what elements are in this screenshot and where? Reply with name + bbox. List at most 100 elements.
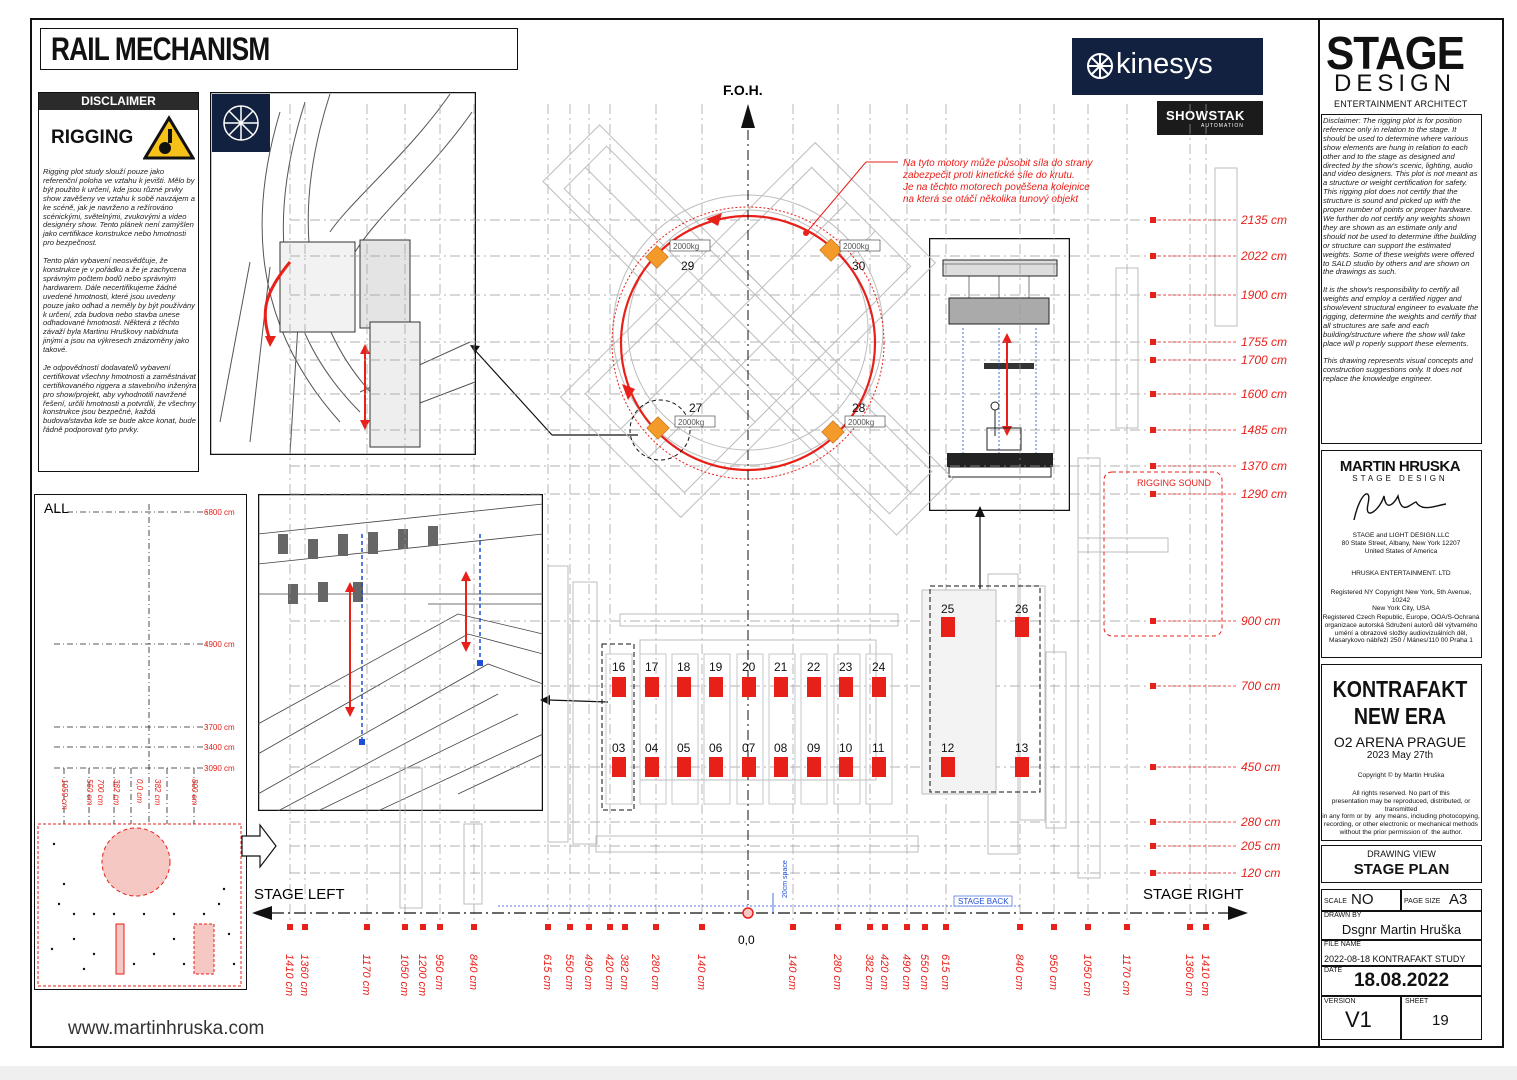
motor-05: 05 (677, 741, 691, 755)
page-size-value: A3 (1449, 891, 1468, 908)
all-level-1: 6800 cm (204, 508, 235, 517)
y-label-1755: 1755 cm (1241, 335, 1287, 349)
company-tagline: ENTERTAINMENT ARCHITECT (1334, 99, 1468, 109)
y-label-1370: 1370 cm (1241, 459, 1287, 473)
x-label-r-1360: 1360 cm (1183, 954, 1195, 996)
y-label-2022: 2022 cm (1240, 249, 1287, 263)
company-design: DESIGN (1334, 70, 1457, 97)
x-label-l-1050: 1050 cm (398, 954, 410, 996)
y-label-280: 280 cm (1240, 815, 1280, 829)
motor-19: 19 (709, 660, 723, 674)
all-x-4: 382 cm (112, 779, 121, 806)
motor-load-27: 2000kg (678, 418, 704, 427)
ring-motor-29: 29 (681, 259, 695, 273)
x-label-l-140: 140 cm (695, 954, 707, 990)
ring-motor-27: 27 (689, 401, 703, 415)
stage-right-label: STAGE RIGHT (1143, 886, 1244, 903)
y-label-700: 700 cm (1241, 679, 1280, 693)
page-size-label: PAGE SIZE (1404, 898, 1441, 905)
annotation-line-4: na která se otáčí několika tunový objekt (903, 194, 1079, 205)
x-label-r-420: 420 cm (878, 954, 890, 990)
stage-back-label: STAGE BACK (958, 897, 1009, 906)
rights: All rights reserved. No part of this pre… (1322, 790, 1480, 836)
scale-box (1321, 889, 1401, 911)
project-title-2: NEW ERA (1353, 703, 1447, 729)
title-box: RAIL MECHANISM (40, 28, 518, 70)
all-x-3: 700 cm (96, 779, 105, 806)
ring-motor-30: 30 (852, 259, 866, 273)
bottom-band (0, 1066, 1517, 1080)
kinesys-logo-icon (223, 105, 259, 141)
motor-26: 26 (1015, 602, 1029, 616)
website-url[interactable]: www.martinhruska.com (68, 1018, 265, 1039)
lift-elevation-inset (929, 238, 1070, 511)
motor-24: 24 (872, 660, 886, 674)
kinesys-logo: kinesys (1072, 38, 1263, 95)
disclaimer-panel: DISCLAIMER RIGGING Rigging plot study sl… (38, 92, 199, 472)
motor-09: 09 (807, 741, 821, 755)
sheet-box (1401, 996, 1482, 1040)
y-label-1485: 1485 cm (1241, 423, 1287, 437)
y-label-120: 120 cm (1241, 866, 1280, 880)
motor-12: 12 (941, 741, 955, 755)
all-x-2: 550 cm (85, 779, 94, 806)
x-label-l-420: 420 cm (603, 954, 615, 990)
showstak-wordmark: SHOWSTAK (1166, 108, 1245, 123)
registered-cz: Registered Czech Republic, Europe, OOA/S… (1322, 614, 1480, 645)
y-label-205: 205 cm (1240, 839, 1280, 853)
all-level-3: 3700 cm (204, 723, 235, 732)
designer-box (1321, 450, 1482, 658)
version-box (1321, 996, 1401, 1040)
x-label-r-140: 140 cm (786, 954, 798, 990)
y-label-900: 900 cm (1241, 614, 1280, 628)
designer-sub: STAGE DESIGN (1352, 474, 1448, 483)
page-size-box (1401, 889, 1482, 911)
venue: O2 ARENA PRAGUE (1333, 734, 1467, 750)
rail-detail-inset (210, 92, 476, 455)
all-x-6: 382 cm (153, 779, 162, 806)
motor-25: 25 (941, 602, 955, 616)
version-label: VERSION (1324, 998, 1356, 1005)
y-label-450: 450 cm (1241, 760, 1280, 774)
all-x-5: 0,0 cm (135, 779, 144, 803)
project-box (1321, 664, 1482, 841)
showstak-logo: SHOWSTAK AUTOMATION (1157, 101, 1263, 135)
entertainment-ltd: HRUSKA ENTERTAINMENT. LTD (1351, 570, 1451, 577)
kinesys-wordmark: kinesys (1116, 48, 1213, 80)
file-name-label: FILE NAME (1324, 941, 1361, 948)
all-x-1: 1050 cm (60, 779, 69, 810)
y-label-2135: 2135 cm (1240, 213, 1287, 227)
y-label-1600: 1600 cm (1241, 387, 1287, 401)
x-label-r-615: 615 cm (939, 954, 951, 990)
file-name-box (1321, 940, 1482, 966)
motor-22: 22 (807, 660, 821, 674)
x-label-l-950: 950 cm (433, 954, 445, 990)
disclaimer-header: DISCLAIMER (39, 93, 198, 110)
annotation-line-1: Na tyto motory může působit síla do stra… (903, 157, 1094, 169)
offset-note: 20cm space (782, 860, 789, 898)
origin-label: 0,0 (738, 933, 755, 947)
date-label: DATE (1324, 967, 1343, 974)
sheet-label: SHEET (1405, 998, 1429, 1005)
y-label-1290: 1290 cm (1241, 487, 1287, 501)
kinesys-mark-icon (1087, 53, 1113, 79)
show-date: 2023 May 27th (1366, 750, 1434, 761)
x-label-r-1170: 1170 cm (1120, 954, 1132, 995)
x-label-l-1410: 1410 cm (283, 954, 295, 996)
warning-icon (143, 115, 195, 160)
date: 18.08.2022 (1353, 970, 1450, 991)
x-label-l-490: 490 cm (582, 954, 594, 990)
x-label-l-550: 550 cm (563, 954, 575, 990)
copyright: Copyright © by Martin Hruška (1357, 772, 1445, 779)
company-stage: STAGE (1326, 27, 1465, 79)
motor-17: 17 (645, 660, 659, 674)
motor-13: 13 (1015, 741, 1029, 755)
x-label-r-550: 550 cm (918, 954, 930, 990)
all-elevation-panel: ALL 6800 cm 4900 cm 3700 cm 3400 cm 3090… (34, 494, 247, 990)
x-label-r-1410: 1410 cm (1199, 954, 1211, 996)
all-level-5: 3090 cm (204, 764, 235, 773)
motor-08: 08 (774, 741, 788, 755)
motor-03: 03 (612, 741, 626, 755)
inset-connector (470, 345, 638, 436)
